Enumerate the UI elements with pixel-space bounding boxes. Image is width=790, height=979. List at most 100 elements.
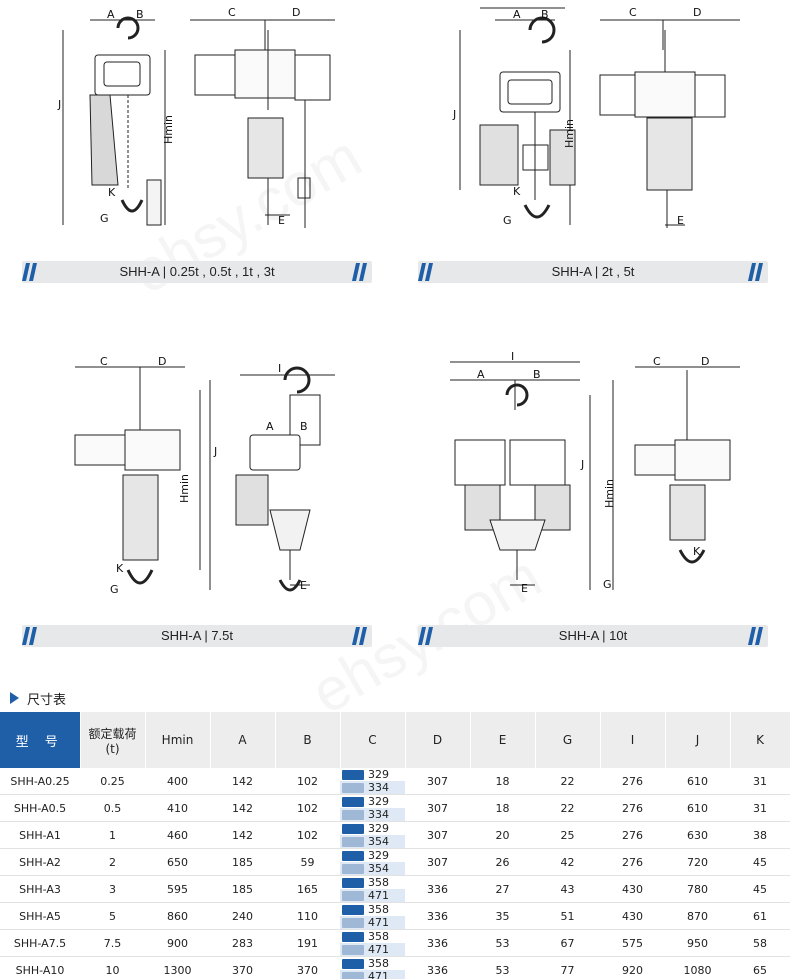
dim-label-g: G — [503, 214, 512, 227]
speed-tag-icon — [342, 850, 364, 861]
cell-j: 630 — [665, 821, 730, 849]
cell-a: 283 — [210, 929, 275, 957]
model-bar-1: SHH-A | 0.25t , 0.5t , 1t , 3t — [22, 261, 372, 283]
cell-b: 191 — [275, 929, 340, 957]
cell-c-value: 358 — [368, 957, 389, 970]
speed-tag-icon — [342, 931, 364, 942]
cell-j: 610 — [665, 794, 730, 822]
cell-e: 53 — [470, 929, 535, 957]
cell-e: 18 — [470, 794, 535, 822]
dim-label-b: B — [300, 420, 308, 433]
dim-label-c: C — [629, 6, 637, 19]
cell-c-value: 354 — [368, 835, 389, 848]
dim-label-d: D — [158, 355, 166, 368]
cell-b: 102 — [275, 794, 340, 822]
header-k: K — [730, 712, 790, 768]
header-model: 型 号 — [0, 712, 81, 768]
cell-c-value: 329 — [368, 849, 389, 862]
cell-c-value: 358 — [368, 903, 389, 916]
dim-label-e: E — [677, 214, 684, 227]
header-c: C — [340, 712, 406, 768]
speed-tag-icon — [342, 809, 364, 820]
header-a: A — [210, 712, 276, 768]
cell-i: 276 — [600, 768, 665, 795]
cell-k: 61 — [730, 902, 790, 930]
section-title-text: 尺寸表 — [27, 692, 67, 708]
cell-c-value: 334 — [368, 808, 389, 821]
speed-tag-icon — [342, 782, 364, 793]
header-e: E — [470, 712, 536, 768]
dim-label-j: J — [580, 458, 584, 471]
dim-label-e: E — [521, 582, 528, 595]
dim-label-b: B — [541, 8, 549, 21]
cell-a: 240 — [210, 902, 275, 930]
dim-label-hmin: Hmin — [178, 474, 191, 503]
cell-model: SHH-A2 — [0, 848, 80, 876]
dim-label-j: J — [452, 108, 456, 121]
cell-k: 31 — [730, 768, 790, 795]
dim-label-d: D — [693, 6, 701, 19]
cell-c-value: 329 — [368, 822, 389, 835]
header-j: J — [665, 712, 731, 768]
cell-b: 102 — [275, 768, 340, 795]
triangle-icon — [10, 692, 19, 704]
cell-model: SHH-A0.5 — [0, 794, 80, 822]
cell-load: 5 — [80, 902, 145, 930]
cell-hmin: 410 — [145, 794, 210, 822]
cell-k: 65 — [730, 956, 790, 979]
cell-g: 77 — [535, 956, 600, 979]
header-load: 额定载荷 (t) — [80, 712, 146, 768]
dim-label-g: G — [603, 578, 612, 591]
dim-label-hmin: Hmin — [563, 119, 576, 148]
model-bar-4: SHH-A | 10t — [418, 625, 768, 647]
cell-j: 1080 — [665, 956, 730, 979]
cell-e: 26 — [470, 848, 535, 876]
cell-c-value: 471 — [368, 970, 389, 979]
cell-model: SHH-A7.5 — [0, 929, 80, 957]
cell-e: 20 — [470, 821, 535, 849]
cell-k: 58 — [730, 929, 790, 957]
speed-tag-icon — [342, 944, 364, 955]
header-g: G — [535, 712, 601, 768]
cell-i: 575 — [600, 929, 665, 957]
cell-i: 276 — [600, 821, 665, 849]
cell-load: 3 — [80, 875, 145, 903]
cell-k: 45 — [730, 848, 790, 876]
speed-tag-icon — [342, 877, 364, 888]
cell-hmin: 400 — [145, 768, 210, 795]
diagram-panel-1: A B J Hmin K G C D E — [0, 0, 395, 250]
cell-a: 185 — [210, 848, 275, 876]
diagram-panel-2: A B J Hmin K G C D E — [395, 0, 790, 250]
dim-label-a: A — [513, 8, 521, 21]
dim-label-a: A — [266, 420, 274, 433]
cell-j: 610 — [665, 768, 730, 795]
cell-i: 430 — [600, 875, 665, 903]
cell-c-value: 329 — [368, 768, 389, 781]
cell-d: 307 — [405, 848, 470, 876]
dim-label-a: A — [107, 8, 115, 21]
cell-d: 336 — [405, 875, 470, 903]
dim-label-a: A — [477, 368, 485, 381]
cell-k: 45 — [730, 875, 790, 903]
cell-i: 920 — [600, 956, 665, 979]
cell-model: SHH-A3 — [0, 875, 80, 903]
cell-k: 38 — [730, 821, 790, 849]
cell-d: 307 — [405, 794, 470, 822]
dim-label-c: C — [100, 355, 108, 368]
cell-b: 370 — [275, 956, 340, 979]
dim-label-e: E — [300, 579, 307, 592]
speed-tag-icon — [342, 917, 364, 928]
dim-label-c: C — [653, 355, 661, 368]
dim-label-hmin: Hmin — [603, 479, 616, 508]
speed-tag-icon — [342, 836, 364, 847]
section-title: 尺寸表 — [10, 688, 66, 708]
cell-a: 142 — [210, 794, 275, 822]
hoist-drawing-2: A B J Hmin K G C D E — [452, 6, 740, 228]
cell-c-value: 471 — [368, 916, 389, 929]
